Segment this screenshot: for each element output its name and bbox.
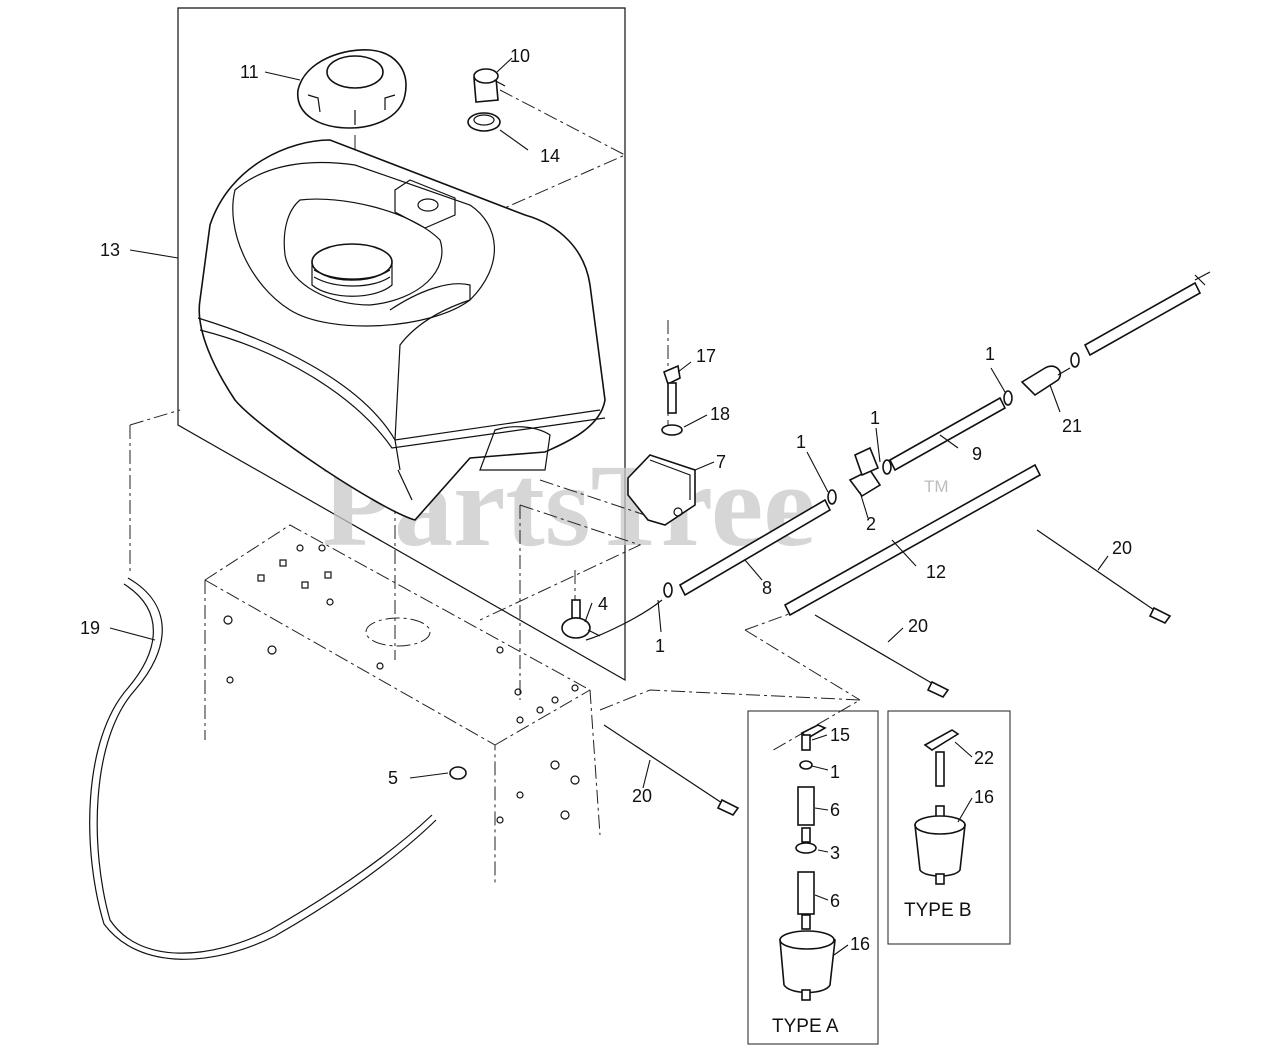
callout-1-b: 1 xyxy=(870,408,880,428)
callout-9: 9 xyxy=(972,444,982,464)
chassis-frame xyxy=(204,524,601,885)
callout-1-a: 1 xyxy=(796,432,806,452)
callout-1-e: 1 xyxy=(830,762,840,782)
type-a-box xyxy=(747,710,879,1045)
callout-19: 19 xyxy=(80,618,100,638)
callout-22: 22 xyxy=(974,748,994,768)
callout-1-c: 1 xyxy=(985,344,995,364)
callout-16-a: 16 xyxy=(850,934,870,954)
type-b-box xyxy=(887,710,1011,945)
callout-5: 5 xyxy=(388,768,398,788)
callout-6-b: 6 xyxy=(830,891,840,911)
tank-bracket xyxy=(627,454,696,526)
fuel-cap xyxy=(297,49,407,129)
callout-11: 11 xyxy=(240,62,259,82)
type-a-label: TYPE A xyxy=(772,1016,839,1037)
fuel-tank xyxy=(197,139,606,521)
tank-assembly-frame xyxy=(177,7,626,682)
cable-ties xyxy=(603,529,1172,817)
callout-4: 4 xyxy=(598,594,608,614)
bolt xyxy=(663,364,681,414)
callout-16-b: 16 xyxy=(974,787,994,807)
vent-valve xyxy=(473,68,506,103)
callout-6-a: 6 xyxy=(830,800,840,820)
washer xyxy=(661,424,683,436)
callout-18: 18 xyxy=(710,404,730,424)
watermark-trademark: TM xyxy=(924,477,949,496)
shutoff-valve xyxy=(848,446,882,498)
vent-hose xyxy=(96,577,433,954)
callout-15: 15 xyxy=(830,725,850,745)
callout-3: 3 xyxy=(830,843,840,863)
type-b-label: TYPE B xyxy=(904,900,972,921)
type-a-components xyxy=(779,724,836,1001)
callout-7: 7 xyxy=(716,452,726,472)
tank-fitting xyxy=(561,599,601,639)
callout-2: 2 xyxy=(866,514,876,534)
callout-labels: 11 10 14 13 17 18 7 1 1 1 9 21 2 12 8 20… xyxy=(80,46,1132,1037)
callout-12: 12 xyxy=(926,562,946,582)
grommet xyxy=(467,112,501,132)
callout-20-a: 20 xyxy=(632,786,652,806)
callout-8: 8 xyxy=(762,578,772,598)
callout-1-d: 1 xyxy=(655,636,665,656)
callout-10: 10 xyxy=(510,46,530,66)
callout-21: 21 xyxy=(1062,416,1082,436)
type-b-components xyxy=(914,729,966,885)
leader-lines xyxy=(109,57,1109,956)
hose-clamps xyxy=(663,271,1211,598)
inline-fuel-filter xyxy=(1020,365,1071,397)
callout-20-c: 20 xyxy=(1112,538,1132,558)
callout-17: 17 xyxy=(696,346,716,366)
callout-20-b: 20 xyxy=(908,616,928,636)
fuel-hoses xyxy=(585,281,1202,641)
callout-14: 14 xyxy=(540,146,560,166)
frame-grommet xyxy=(449,766,467,780)
callout-13: 13 xyxy=(100,240,120,260)
